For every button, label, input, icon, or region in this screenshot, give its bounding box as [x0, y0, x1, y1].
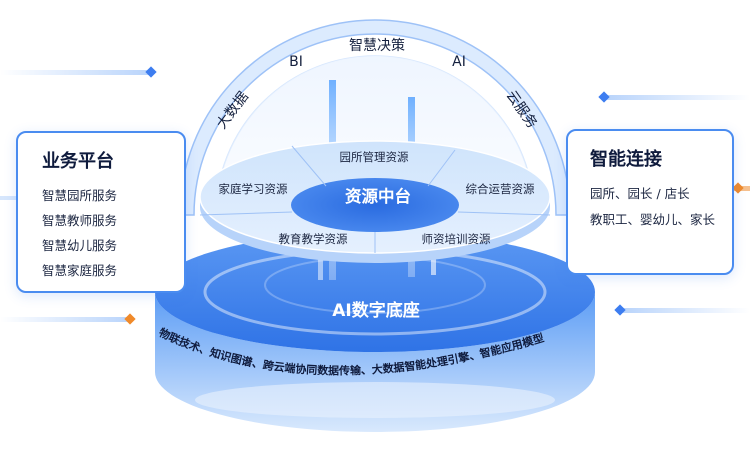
- smart-connection-item: 园所、园长 / 店长: [590, 186, 690, 201]
- ai-base-title: AI数字底座: [332, 300, 419, 321]
- resource-center-title: 资源中台: [345, 186, 411, 206]
- business-platform-item: 智慧家庭服务: [42, 263, 118, 278]
- smart-connection-card: 智能连接 园所、园长 / 店长 教职工、婴幼儿、家长: [566, 129, 734, 275]
- segment-education: 教育教学资源: [279, 232, 348, 246]
- business-platform-title: 业务平台: [42, 151, 114, 172]
- smart-connection-item: 教职工、婴幼儿、家长: [590, 212, 716, 227]
- segment-park-management: 园所管理资源: [340, 150, 409, 164]
- arc-label-smart-decision: 智慧决策: [349, 37, 405, 54]
- smart-connection-title: 智能连接: [590, 149, 662, 170]
- business-platform-item: 智慧园所服务: [42, 188, 118, 203]
- business-platform-item: 智慧幼儿服务: [42, 238, 118, 253]
- resource-segment-labels: 园所管理资源 家庭学习资源 综合运营资源 教育教学资源 师资培训资源: [219, 150, 535, 246]
- segment-family-learning: 家庭学习资源: [219, 182, 288, 196]
- business-platform-card: 业务平台 智慧园所服务 智慧教师服务 智慧幼儿服务 智慧家庭服务: [16, 131, 186, 293]
- business-platform-item: 智慧教师服务: [42, 213, 118, 228]
- arc-label-bi: BI: [289, 54, 303, 70]
- segment-operations: 综合运营资源: [466, 182, 535, 196]
- resource-center-ring: [199, 140, 551, 263]
- segment-teacher-training: 师资培训资源: [422, 232, 491, 246]
- arc-label-ai: AI: [452, 54, 466, 70]
